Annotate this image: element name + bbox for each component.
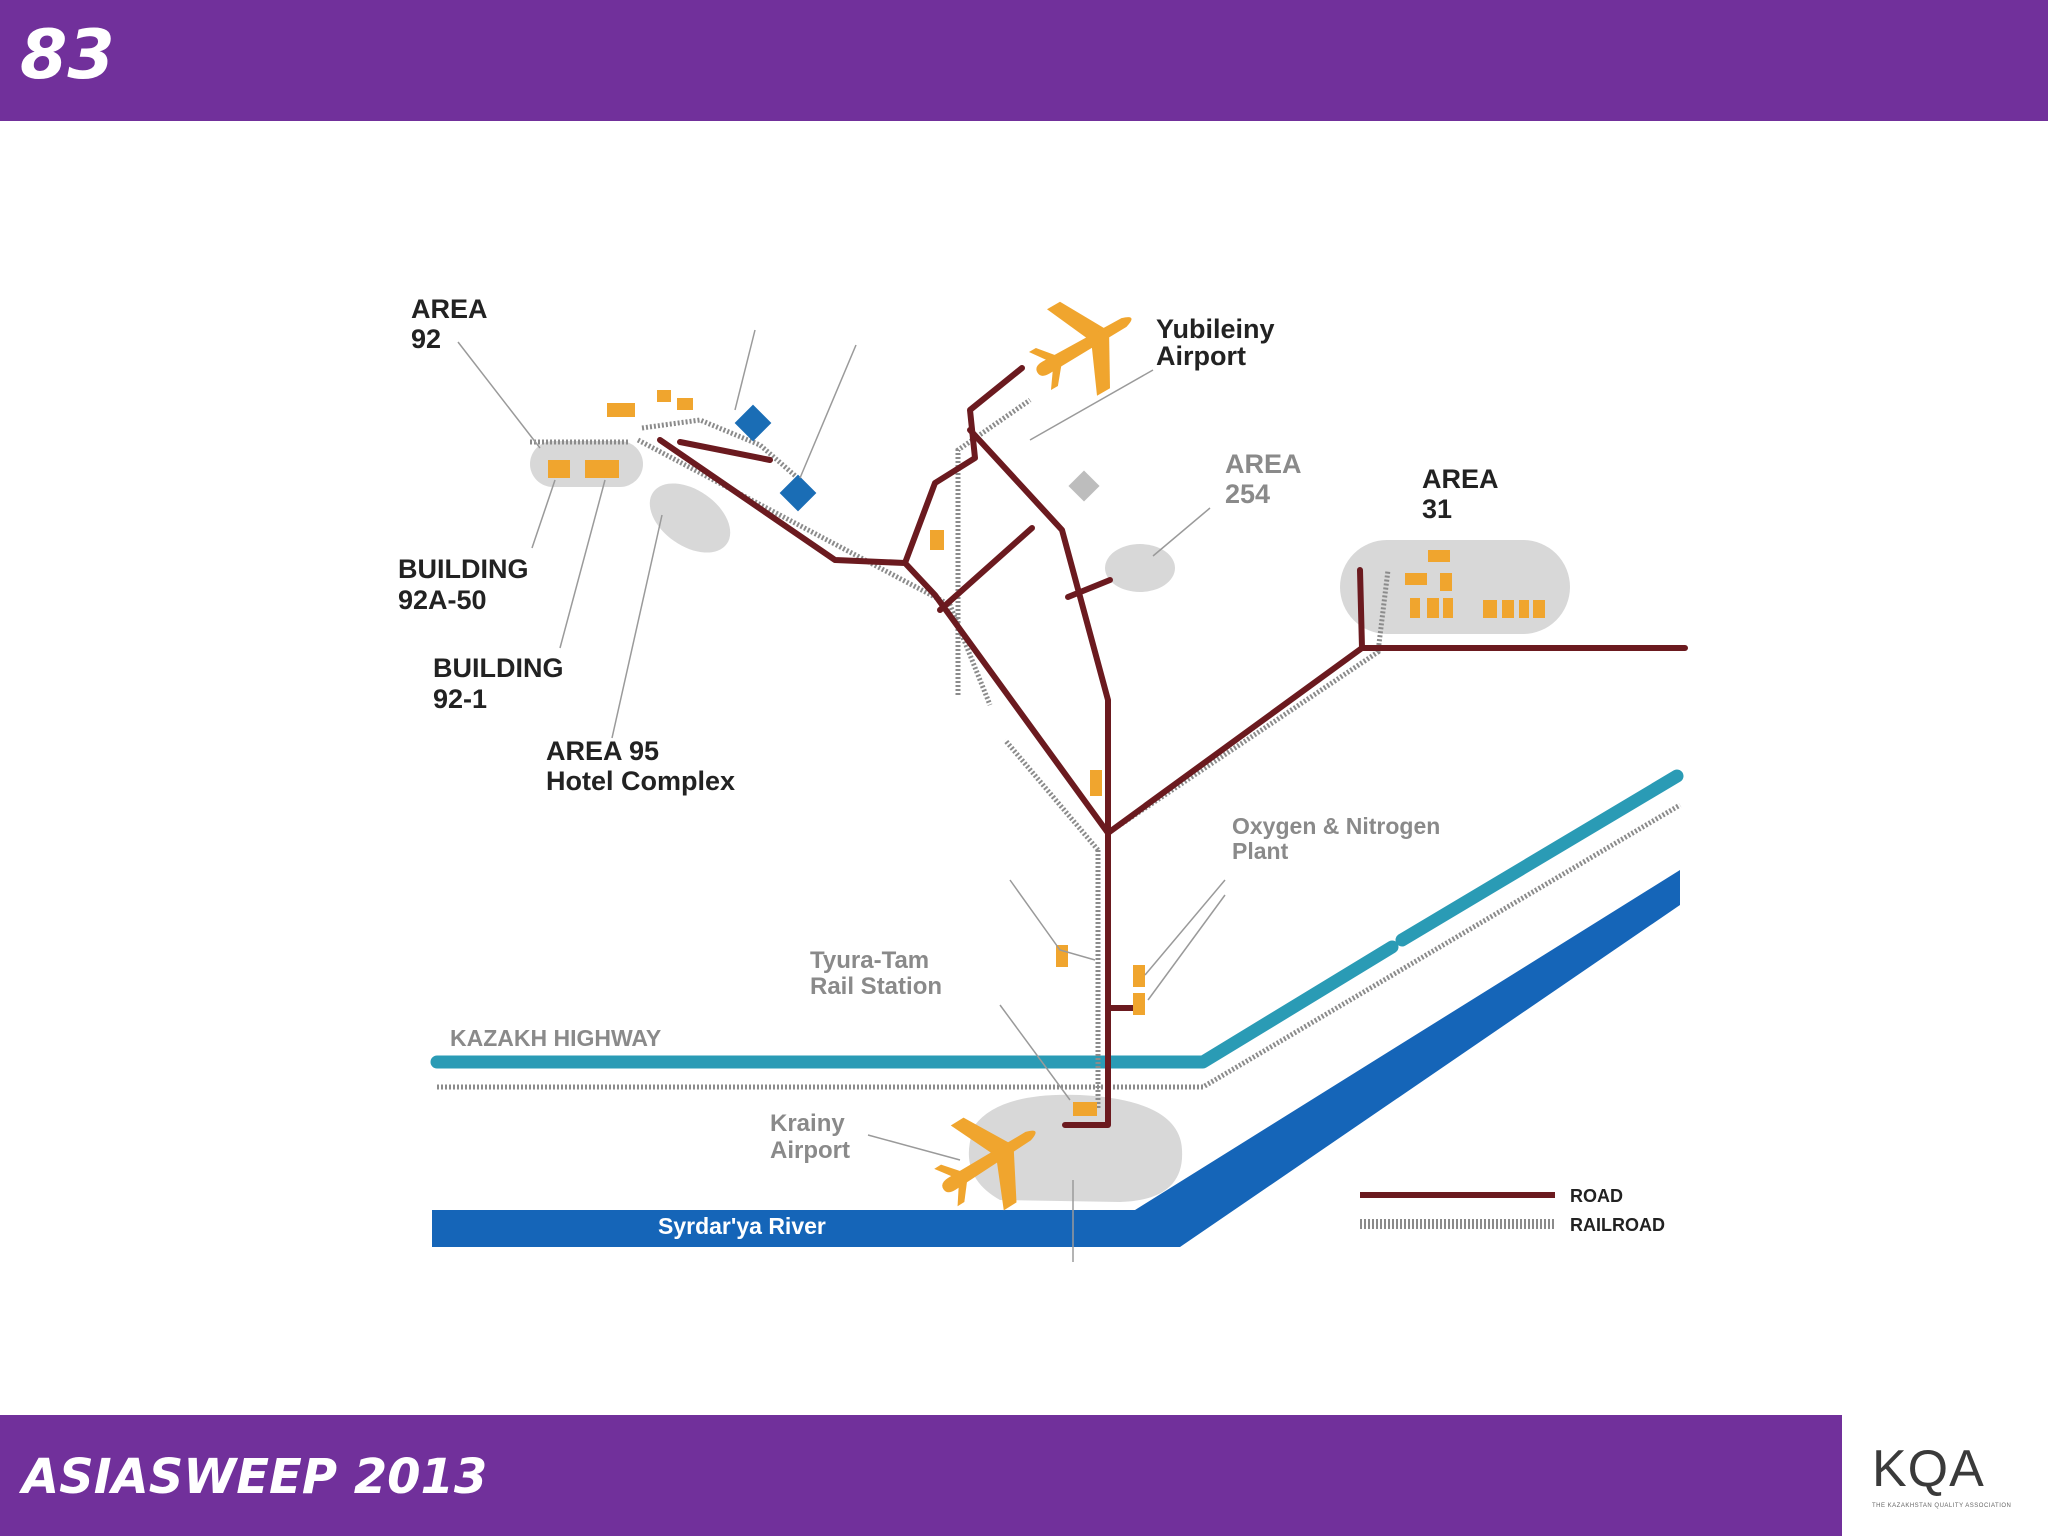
yubileiny-airport-label-line1: Yubileiny [1156, 314, 1275, 344]
yubileiny-airplane-icon [1028, 301, 1132, 396]
kqa-logo-subtext: THE KAZAKHSTAN QUALITY ASSOCIATION [1872, 1503, 2012, 1509]
building-92a-50 [548, 460, 570, 478]
area-31-zone [1340, 540, 1570, 634]
facility-blue-1 [734, 404, 772, 442]
krainy-airplane-icon [934, 1117, 1036, 1211]
kqa-logo: KQA THE KAZAKHSTAN QUALITY ASSOCIATION [1842, 1415, 2048, 1536]
kqa-logo-text: KQA [1872, 1440, 1985, 1498]
building-92-1 [585, 460, 619, 478]
buildings [548, 390, 1545, 1116]
header-bar: 83 [0, 0, 2048, 121]
area-95-zone [649, 483, 731, 553]
footer-title: ASIASWEEP 2013 [22, 1449, 488, 1505]
legend-road-label: ROAD [1570, 1186, 1623, 1206]
slide-number: 83 [20, 16, 115, 95]
legend-railroad-label: RAILROAD [1570, 1215, 1665, 1235]
kazakh-highway-label: KAZAKH HIGHWAY [450, 1025, 661, 1051]
road-network [657, 365, 1688, 1128]
tyura-tam-label-line1: Tyura-Tam [810, 947, 929, 974]
krainy-airport-label-line2: Airport [770, 1137, 850, 1164]
railroad-31 [1106, 569, 1391, 836]
building-92a-50-label-line1: BUILDING [398, 554, 529, 584]
yubileiny-airport-label-line2: Airport [1156, 341, 1246, 371]
area-92-label-line2: 92 [411, 324, 441, 354]
leader-lines [457, 329, 1226, 1262]
tyura-tam-label-line2: Rail Station [810, 973, 942, 1000]
baikonur-map: AREA 92 BUILDING 92A-50 BUILDING 92-1 AR… [398, 294, 1688, 1262]
oxygen-plant-label-line1: Oxygen & Nitrogen [1232, 813, 1440, 839]
area-254-zone [1105, 544, 1175, 592]
footer-bar: ASIASWEEP 2013 [0, 1415, 1842, 1536]
facility-grey [1068, 470, 1100, 502]
krainy-airport-label-line1: Krainy [770, 1110, 845, 1137]
area-95-label-line2: Hotel Complex [546, 766, 735, 796]
railroad-92-c [641, 417, 802, 482]
map-legend: ROAD RAILROAD [1360, 1186, 1665, 1235]
area-95-label-line1: AREA 95 [546, 736, 659, 766]
area-31-label-line1: AREA [1422, 464, 1499, 494]
facility-blue-2 [779, 474, 817, 512]
kazakh-highway [430, 769, 1684, 1069]
area-31-label-line2: 31 [1422, 494, 1452, 524]
railroad-92-branch [1003, 738, 1100, 852]
krainy-airport-zone [968, 1094, 1183, 1202]
area-254-label-line1: AREA [1225, 449, 1302, 479]
syrdarya-river-label: Syrdar'ya River [658, 1213, 826, 1239]
railroad-main [437, 802, 1682, 1090]
building-92a-50-label-line2: 92A-50 [398, 585, 487, 615]
oxygen-plant-label-line2: Plant [1232, 838, 1289, 864]
area-254-label-line2: 254 [1225, 479, 1270, 509]
area-92-label-line1: AREA [411, 294, 488, 324]
syrdarya-river [432, 870, 1680, 1247]
building-92-1-label-line2: 92-1 [433, 684, 487, 714]
railroad-north [955, 397, 1032, 695]
building-92-1-label-line1: BUILDING [433, 653, 564, 683]
